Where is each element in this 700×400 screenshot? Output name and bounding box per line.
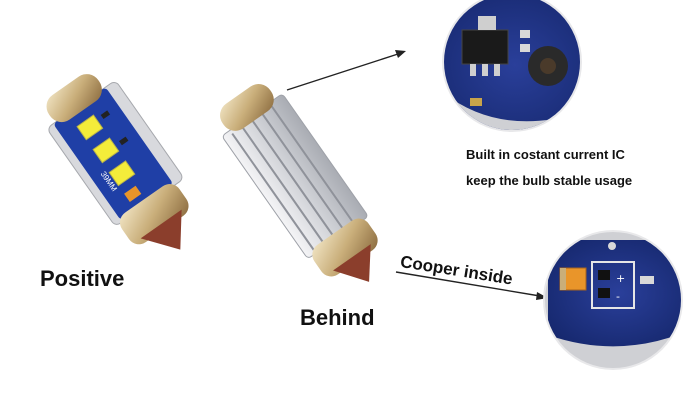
bulb-behind	[220, 84, 378, 282]
end-cap	[119, 184, 189, 245]
cap-tip	[333, 244, 371, 282]
end-cap	[312, 218, 378, 277]
label-positive: Positive	[40, 266, 125, 291]
zoom-ic-closeup	[442, 0, 582, 132]
ic-chip	[461, 29, 509, 65]
led-chip	[76, 114, 104, 141]
end-cap	[220, 84, 274, 131]
arrow-to-ic	[286, 50, 406, 91]
end-cap	[46, 74, 102, 123]
svg-text:+: +	[616, 272, 625, 285]
bulb-positive: 39MM	[46, 74, 189, 250]
svg-text:-: -	[616, 290, 620, 303]
cap-tip	[140, 209, 182, 250]
led-chip	[92, 137, 120, 164]
led-chip	[108, 160, 136, 187]
ic-description-line-1: Built in costant current IC	[466, 147, 625, 162]
label-behind: Behind	[300, 305, 375, 330]
ic-description-line-2: keep the bulb stable usage	[466, 173, 633, 188]
zoom-copper-closeup: + -	[543, 230, 683, 370]
